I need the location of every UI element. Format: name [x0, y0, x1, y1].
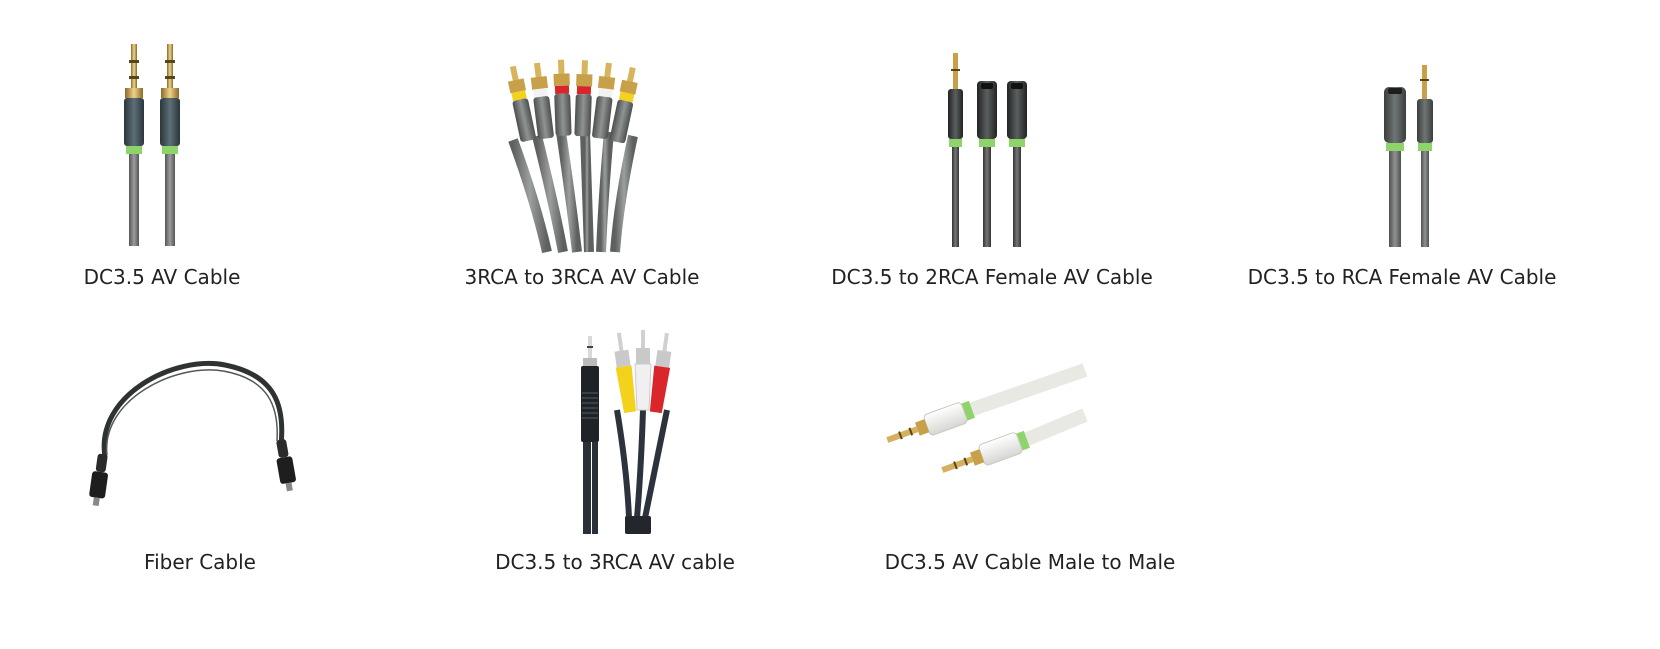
- product-card-dc35-to-3rca-av-cable[interactable]: DC3.5 to 3RCA AV cable: [460, 330, 770, 610]
- fiber-cable-icon[interactable]: [85, 345, 305, 515]
- product-label[interactable]: DC3.5 AV Cable Male to Male: [884, 550, 1176, 574]
- product-label[interactable]: 3RCA to 3RCA AV Cable: [464, 265, 700, 289]
- product-label[interactable]: Fiber Cable: [144, 550, 256, 574]
- product-label[interactable]: DC3.5 to RCA Female AV Cable: [1247, 265, 1557, 289]
- product-card-dc35-to-2rca-female-av-cable[interactable]: DC3.5 to 2RCA Female AV Cable: [830, 0, 1160, 300]
- dc35-to-rca-female-av-cable-icon[interactable]: [1370, 55, 1470, 255]
- product-card-dc35-av-cable[interactable]: DC3.5 AV Cable: [0, 0, 330, 300]
- dc35-av-cable-male-to-male-icon[interactable]: [875, 363, 1095, 520]
- dc35-av-cable-icon[interactable]: [110, 40, 230, 250]
- product-card-dc35-to-rca-female-av-cable[interactable]: DC3.5 to RCA Female AV Cable: [1240, 0, 1570, 300]
- product-card-3rca-to-3rca-av-cable[interactable]: 3RCA to 3RCA AV Cable: [420, 0, 750, 300]
- product-card-dc35-av-cable-male-to-male[interactable]: DC3.5 AV Cable Male to Male: [860, 330, 1190, 610]
- product-card-fiber-cable[interactable]: Fiber Cable: [80, 330, 330, 610]
- product-label[interactable]: DC3.5 to 2RCA Female AV Cable: [831, 265, 1153, 289]
- 3rca-to-3rca-av-cable-icon[interactable]: [495, 40, 665, 255]
- dc35-to-3rca-av-cable-icon[interactable]: [555, 330, 695, 540]
- dc35-to-2rca-female-av-cable-icon[interactable]: [935, 45, 1055, 255]
- product-label[interactable]: DC3.5 to 3RCA AV cable: [495, 550, 735, 574]
- product-label[interactable]: DC3.5 AV Cable: [83, 265, 241, 289]
